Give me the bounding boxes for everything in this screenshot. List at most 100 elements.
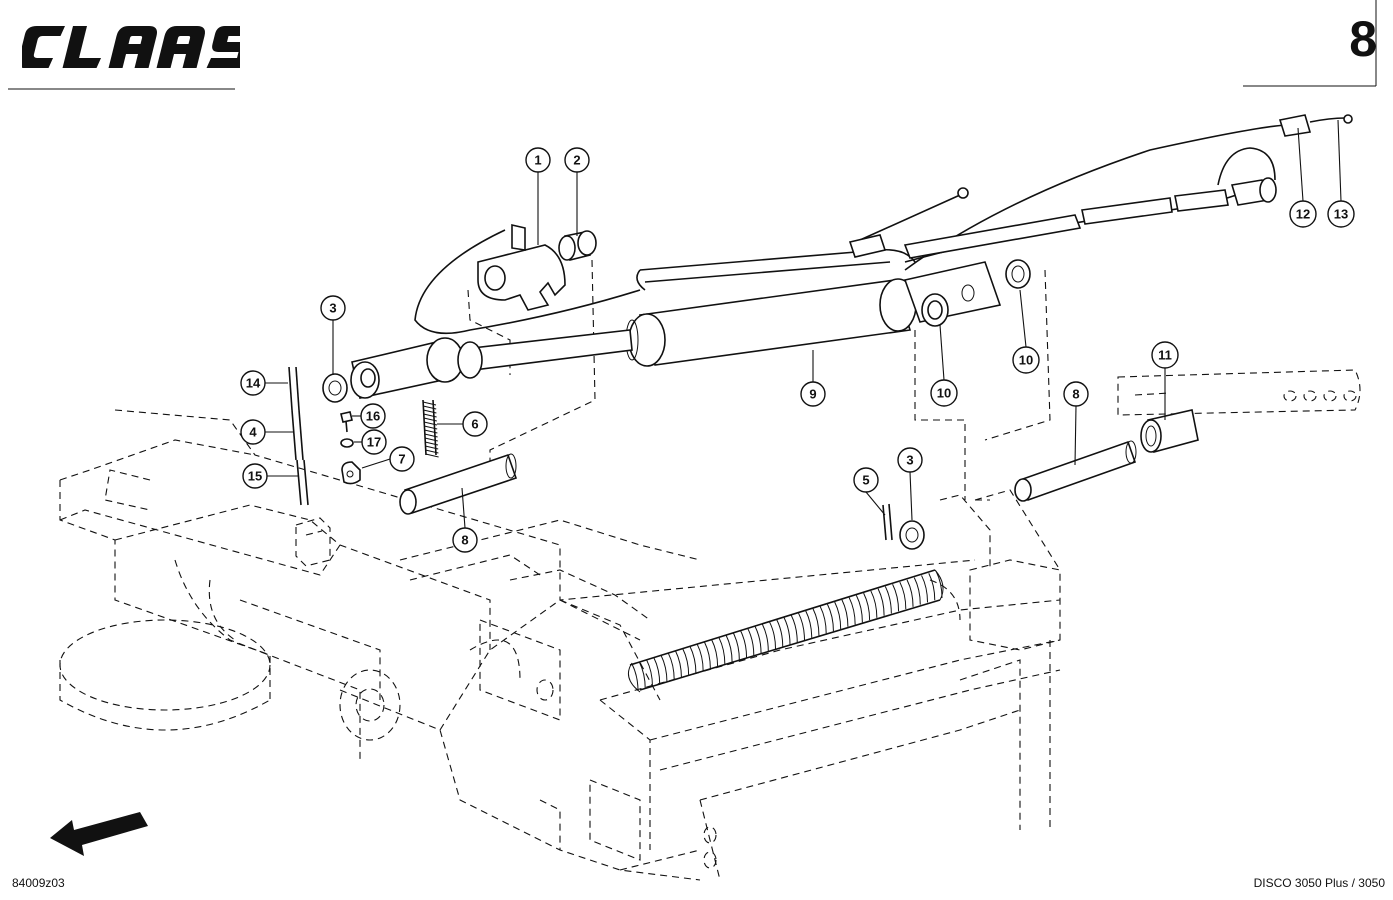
spring-coil [805,610,813,638]
spring-coil [425,453,439,458]
spring-coil [841,599,849,627]
mower-frame-outline [59,259,1361,881]
spring-coil [848,597,856,625]
latch-hook [477,223,566,311]
spring-coil [631,663,639,692]
svg-text:10: 10 [1019,353,1033,368]
threaded-rod [288,366,309,506]
spacer-ring [1005,259,1031,289]
spring-coil [935,570,943,599]
spring-coil [892,584,900,612]
svg-text:15: 15 [248,469,262,484]
spring-coil [424,437,438,442]
spring-coil [906,579,914,607]
claas-logo [22,26,240,68]
spring-coil [660,654,668,683]
spring-coil [834,601,842,630]
callout-3: 3 [897,447,923,473]
spring-coil [812,608,820,636]
callout-15: 15 [242,463,268,489]
spring-coil [732,632,740,661]
svg-text:8: 8 [461,533,468,548]
spring-coil [423,421,438,426]
lock-washer [340,438,354,448]
spring-coil [928,572,936,601]
bracket [341,461,361,485]
spring-coil [776,619,784,647]
callout-8: 8 [1063,381,1089,407]
spring-coil [870,590,878,618]
washer [899,520,925,550]
svg-text:2: 2 [573,153,580,168]
spring-coil [424,433,438,438]
split-pin [882,503,893,541]
spring-coil [877,588,885,616]
callout-16: 16 [360,403,386,429]
spring-coil [863,592,871,621]
spring-coil [423,417,437,422]
spring-coil [769,621,777,649]
spring-coil [424,429,438,434]
hydraulic-hose [903,147,1277,259]
page-number: 8 [1349,11,1377,67]
pivot-pin [1014,440,1137,502]
pivot-pin [399,453,518,515]
callout-12: 12 [1289,200,1317,228]
spring-coil [798,612,805,641]
callout-2: 2 [564,147,590,173]
spring-coil [921,575,929,603]
spring-coil [884,586,892,614]
spring-coil [423,409,437,414]
direction-arrow-icon [50,812,148,856]
spring-coil [422,401,437,406]
tension-spring [627,569,944,693]
spring-coil [725,634,733,663]
svg-text:14: 14 [246,376,261,391]
bushing [558,230,597,261]
svg-text:13: 13 [1334,207,1348,222]
svg-text:12: 12 [1296,207,1310,222]
svg-text:3: 3 [906,453,913,468]
spring-coil [703,641,711,669]
spring-coil [718,637,726,665]
callout-3: 3 [320,295,346,321]
spring-coil [711,639,719,667]
callout-10: 10 [1012,346,1040,374]
spring-coil [423,405,437,410]
spring-coil [747,628,755,656]
callout-10: 10 [930,379,958,407]
svg-text:9: 9 [809,387,816,402]
callout-11: 11 [1151,341,1179,369]
callout-6: 6 [462,411,488,437]
callout-1: 1 [525,147,551,173]
spring-coil [819,606,827,634]
spring-coil [740,630,748,658]
callout-17: 17 [361,429,387,455]
bolt [340,411,353,433]
spring-coil [855,595,863,623]
spring-coil [424,441,439,446]
callout-9: 9 [800,381,826,407]
svg-text:10: 10 [937,386,951,401]
spring-coil [913,577,921,605]
control-cable [414,114,1353,335]
washer [322,373,348,403]
spring-coil [826,603,834,632]
spring-coil [689,646,697,674]
svg-text:1: 1 [534,153,541,168]
spring-coil [653,657,661,685]
drawing-number: 84009z03 [12,876,65,890]
leader-lines [265,119,1342,529]
spring-coil [423,413,437,418]
spring-coil [783,617,791,645]
callout-7: 7 [389,446,415,472]
spring-coil [425,449,439,454]
spring-coil [754,626,762,654]
spring-coil [790,615,798,643]
svg-text:16: 16 [366,409,380,424]
spring-coil [424,425,438,430]
svg-text:5: 5 [862,473,869,488]
svg-text:7: 7 [398,452,405,467]
